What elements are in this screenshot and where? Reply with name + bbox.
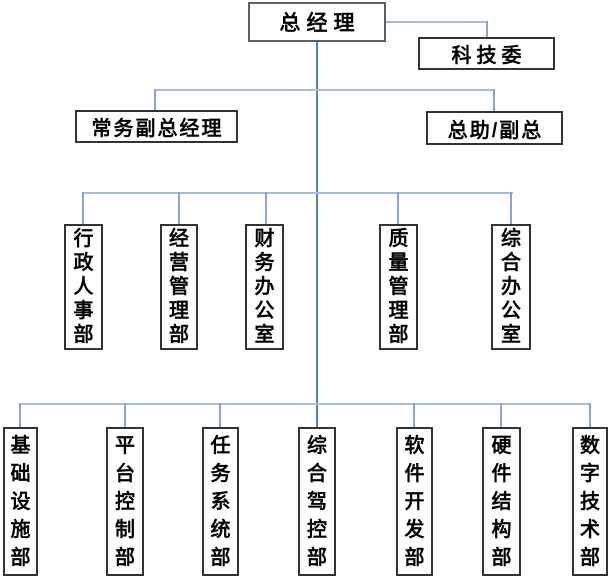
connector-level2-horizontal xyxy=(154,89,495,91)
connector-drop-finance-office xyxy=(265,192,267,224)
connector-gm-to-committee-drop xyxy=(486,21,488,37)
connector-drop-infrastructure xyxy=(19,403,21,427)
org-node-integrated-drive-control: 综合驾控部 xyxy=(298,427,336,576)
org-node-assistant-deputy-gm: 总助/副总 xyxy=(426,111,563,145)
org-node-software-development: 软件开发部 xyxy=(396,427,433,576)
org-node-finance-office: 财务办公室 xyxy=(245,224,284,350)
org-node-tech-committee: 科技委 xyxy=(418,37,555,70)
connector-drop-executive-deputy-gm xyxy=(154,89,156,110)
org-node-quality-management: 质量管理部 xyxy=(379,224,418,350)
connector-gm-to-committee-horizontal xyxy=(386,21,487,23)
connector-drop-digital-technology xyxy=(589,403,591,427)
connector-drop-quality-management xyxy=(397,192,399,224)
org-node-hardware-structure: 硬件结构部 xyxy=(482,427,521,576)
connector-main-trunk xyxy=(316,42,318,427)
org-node-general-office: 综合办公室 xyxy=(491,224,531,350)
connector-drop-admin-hr xyxy=(82,192,84,224)
org-node-general-manager: 总经理 xyxy=(248,2,386,42)
connector-drop-software-development xyxy=(413,403,415,427)
org-node-executive-deputy-gm: 常务副总经理 xyxy=(75,110,238,143)
connector-level3-horizontal xyxy=(82,192,513,194)
org-node-digital-technology: 数字技术部 xyxy=(572,427,608,576)
connector-drop-business-management xyxy=(178,192,180,224)
connector-drop-hardware-structure xyxy=(500,403,502,427)
org-node-infrastructure: 基础设施部 xyxy=(3,427,38,576)
connector-drop-assistant-deputy-gm xyxy=(493,89,495,111)
org-node-admin-hr: 行政人事部 xyxy=(64,224,103,350)
org-node-platform-control: 平台控制部 xyxy=(106,427,144,576)
org-node-mission-systems: 任务系统部 xyxy=(202,427,239,576)
connector-drop-mission-systems xyxy=(219,403,221,427)
org-node-business-management: 经营管理部 xyxy=(160,224,198,350)
connector-drop-general-office xyxy=(510,192,512,224)
connector-drop-platform-control xyxy=(124,403,126,427)
connector-level4-horizontal xyxy=(19,403,591,405)
